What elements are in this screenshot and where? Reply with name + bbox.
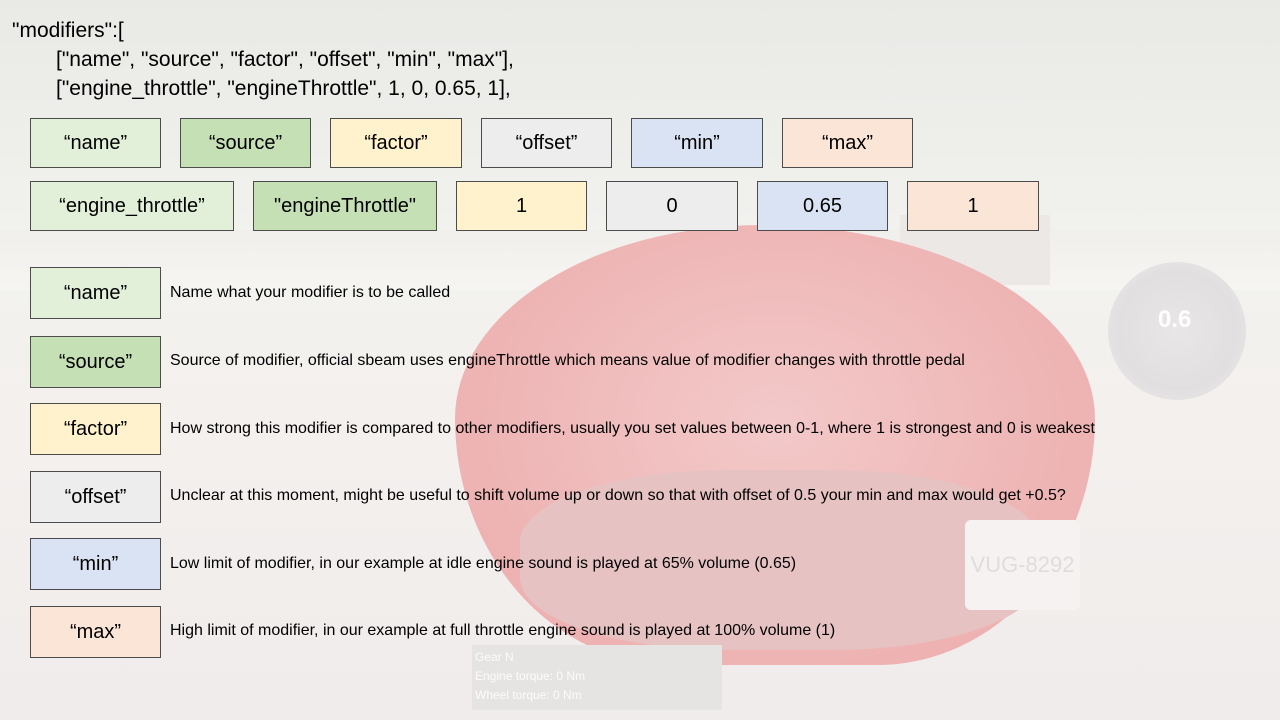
definition-text-offset: Unclear at this moment, might be useful … xyxy=(170,487,1066,504)
definition-text-max: High limit of modifier, in our example a… xyxy=(170,622,836,639)
definition-term-source: “source” xyxy=(30,336,161,388)
header-box-factor: “factor” xyxy=(330,118,462,168)
speed-gauge xyxy=(1108,262,1246,400)
definition-text-source: Source of modifier, official sbeam uses … xyxy=(170,352,965,369)
value-box-offset: 0 xyxy=(606,181,738,231)
hud-panel: Gear N Engine torque: 0 Nm Wheel torque:… xyxy=(472,645,722,710)
hud-line-gear: Gear N xyxy=(475,650,514,664)
definition-term-offset: “offset” xyxy=(30,471,161,523)
definition-text-factor: How strong this modifier is compared to … xyxy=(170,420,1095,437)
definition-text-name: Name what your modifier is to be called xyxy=(170,284,451,301)
header-box-offset: “offset” xyxy=(481,118,612,168)
header-box-name: “name” xyxy=(30,118,161,168)
value-box-max: 1 xyxy=(907,181,1039,231)
value-box-name: “engine_throttle” xyxy=(30,181,234,231)
hud-line-wheel-torque: Wheel torque: 0 Nm xyxy=(475,688,582,702)
header-box-source: “source” xyxy=(180,118,311,168)
definition-term-max: “max” xyxy=(30,606,161,658)
background-car-bumper xyxy=(520,470,1040,650)
value-box-factor: 1 xyxy=(456,181,587,231)
header-box-min: “min” xyxy=(631,118,763,168)
code-line-1: "modifiers":[ xyxy=(12,19,124,42)
value-box-source: "engineThrottle" xyxy=(253,181,437,231)
hud-line-engine-torque: Engine torque: 0 Nm xyxy=(475,669,586,683)
definition-term-min: “min” xyxy=(30,538,161,590)
code-line-2: ["name", "source", "factor", "offset", "… xyxy=(56,48,514,71)
code-snippet: "modifiers":[ ["name", "source", "factor… xyxy=(12,16,514,103)
definition-term-name: “name” xyxy=(30,267,161,319)
definition-text-min: Low limit of modifier, in our example at… xyxy=(170,555,797,572)
value-box-min: 0.65 xyxy=(757,181,888,231)
header-box-max: “max” xyxy=(782,118,913,168)
code-line-3: ["engine_throttle", "engineThrottle", 1,… xyxy=(56,77,511,100)
definition-term-factor: “factor” xyxy=(30,403,161,455)
gauge-value: 0.6 xyxy=(1158,306,1192,333)
license-plate: VUG-8292 xyxy=(965,520,1080,610)
